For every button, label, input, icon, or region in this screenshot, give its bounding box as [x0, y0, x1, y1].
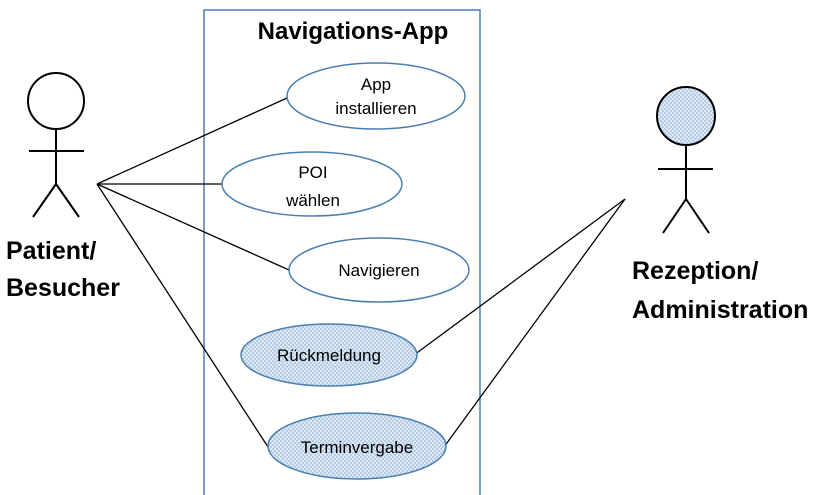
use-case-label-line1: POI — [298, 163, 327, 182]
actor-head — [27, 72, 85, 130]
use-case-label: Rückmeldung — [277, 346, 381, 365]
use-case-feedback: Rückmeldung — [240, 323, 418, 387]
use-case-poi: POI wählen — [221, 151, 403, 217]
actor-leg-left — [32, 183, 57, 218]
actor-reception — [656, 86, 716, 234]
assoc-reception-feedback — [413, 198, 626, 356]
use-case-navigate: Navigieren — [288, 237, 470, 303]
actor-leg-right — [55, 183, 80, 218]
use-case-install: App installieren — [286, 62, 466, 130]
use-case-ellipse — [221, 151, 403, 217]
use-case-ellipse — [286, 62, 466, 130]
assoc-patient-install — [96, 97, 288, 185]
actor-leg-right — [685, 198, 710, 234]
use-case-label-line2: installieren — [335, 99, 416, 118]
use-case-label-line2: wählen — [285, 191, 340, 210]
actor-head — [656, 86, 716, 146]
use-case-ellipse — [240, 323, 418, 387]
use-case-label: Terminvergabe — [301, 438, 413, 457]
actor-reception-label-line1: Rezeption/ — [632, 257, 758, 285]
assoc-patient-appointment — [96, 183, 271, 451]
actor-patient-label-line2: Besucher — [6, 274, 120, 302]
actor-leg-left — [662, 198, 687, 234]
actor-patient — [27, 72, 85, 218]
use-case-label: Navigieren — [338, 261, 419, 280]
use-case-ellipse — [288, 237, 470, 303]
use-case-appointment: Terminvergabe — [267, 412, 447, 480]
actor-reception-label-line2: Administration — [632, 296, 808, 324]
assoc-patient-navigate — [96, 183, 290, 271]
use-case-label-line1: App — [361, 75, 391, 94]
assoc-reception-appointment — [443, 198, 626, 448]
associations — [96, 97, 626, 451]
system-boundary — [203, 9, 481, 495]
use-case-ellipse — [267, 412, 447, 480]
system-title: Navigations-App — [258, 18, 449, 45]
actor-patient-label-line1: Patient/ — [6, 237, 96, 265]
